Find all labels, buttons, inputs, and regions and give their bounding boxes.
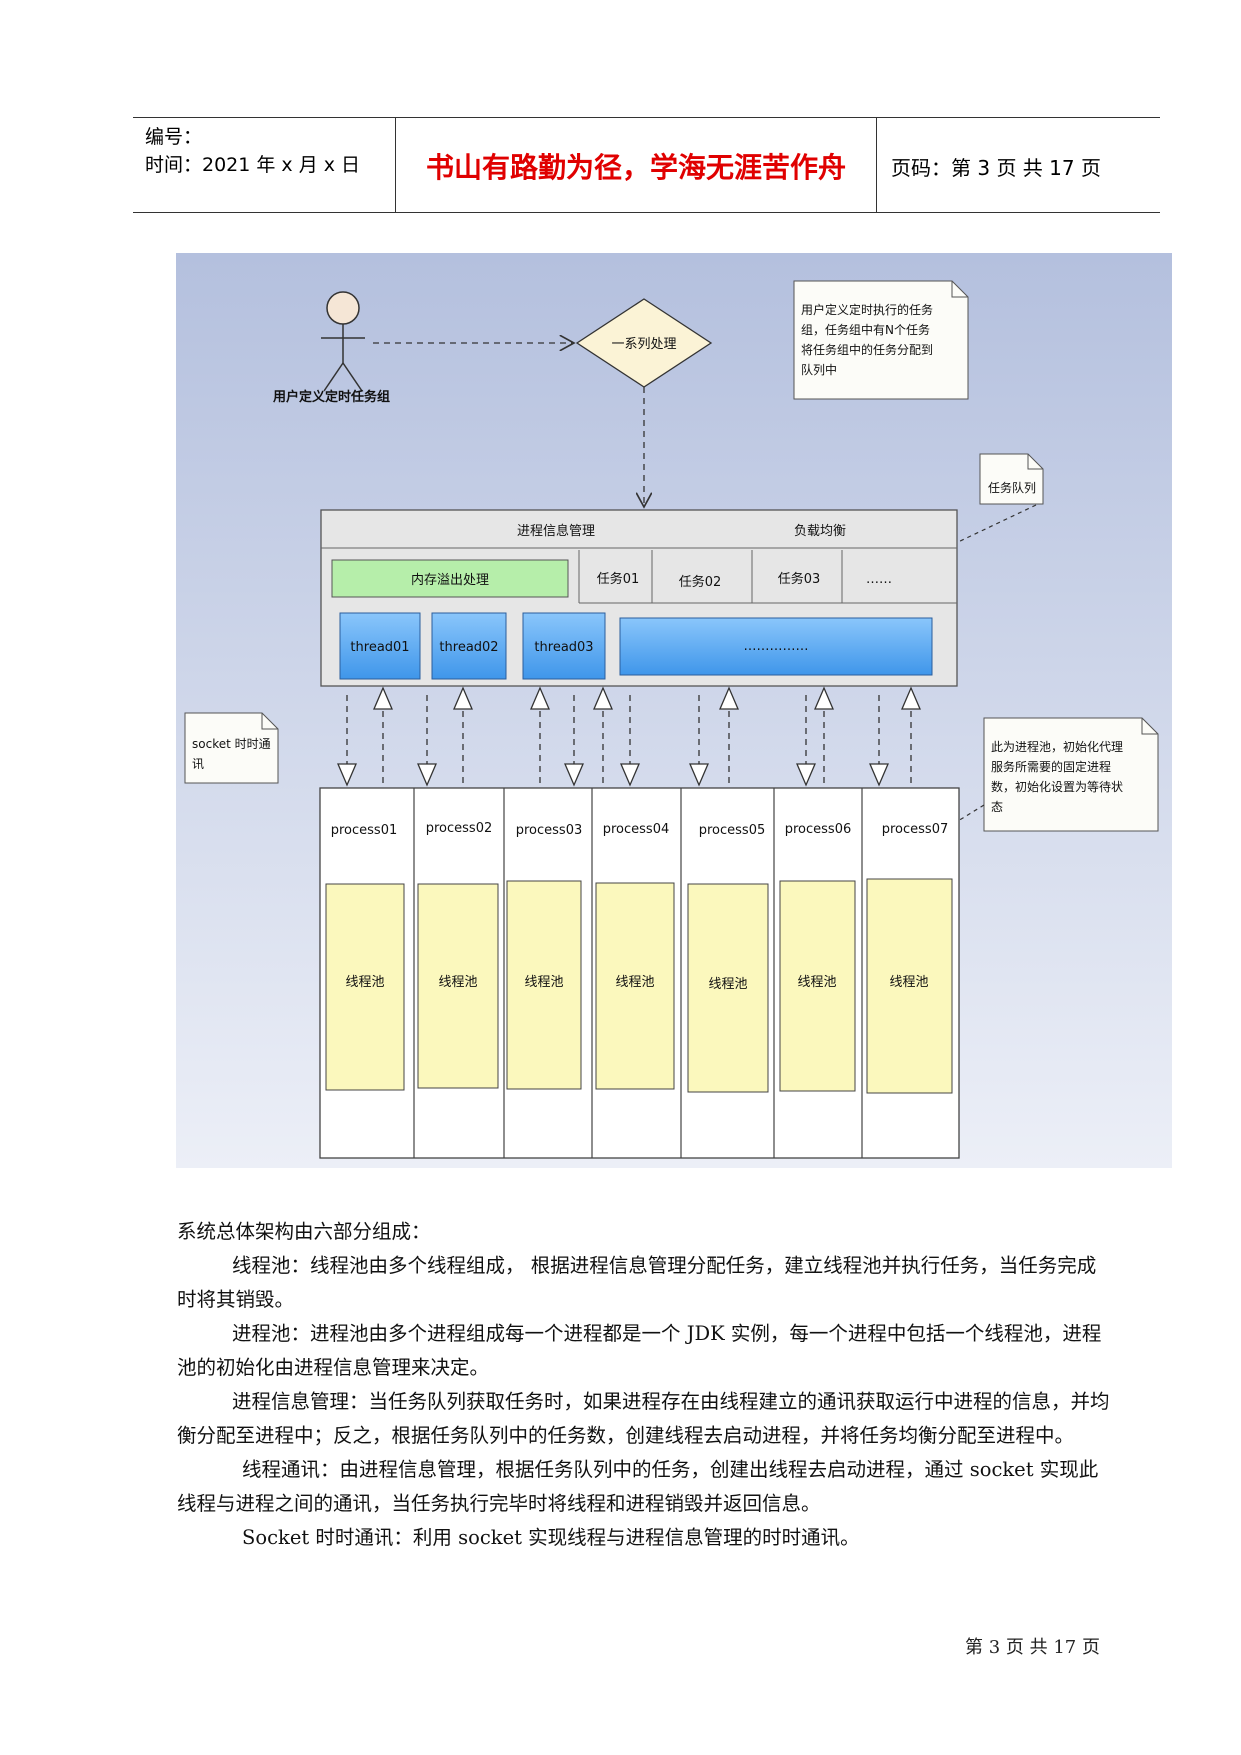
container-header-right: 负载均衡 (794, 524, 846, 539)
thread-pool-label-04: 线程池 (615, 975, 654, 990)
thread-label-03: thread03 (534, 640, 593, 655)
note-socket-line1: socket 时时通 (192, 737, 271, 751)
task-02: 任务02 (679, 574, 722, 590)
process-label-01: process01 (331, 823, 398, 838)
thread-pool-boxes (325, 878, 953, 1094)
actor-label: 用户定义定时任务组 (272, 389, 390, 405)
note-queue-connector (955, 504, 1037, 544)
thread-pool-paragraph: 线程池：线程池由多个线程组成， 根据进程信息管理分配任务，建立线程池并执行任务，… (177, 1254, 1097, 1311)
process-label-07: process07 (882, 822, 949, 837)
memory-overflow-box (331, 559, 569, 598)
process-label-04: process04 (603, 822, 670, 837)
thread-comm-paragraph: 线程通讯：由进程信息管理，根据任务队列中的任务，创建出线程去启动进程，通过 so… (177, 1458, 1099, 1515)
note-pool-line3: 数，初始化设置为等待状 (991, 779, 1123, 794)
thread-label-02: thread02 (439, 640, 498, 655)
note-pool-line4: 态 (991, 800, 1003, 814)
note-task-queue: 任务队列 (979, 453, 1044, 505)
container-header-left: 进程信息管理 (517, 523, 595, 539)
document-header: 编号： 时间：2021 年 x 月 x 日 书山有路勤为径，学海无涯苦作舟 页码… (133, 117, 1160, 213)
thread-box-03 (522, 612, 606, 680)
number-label: 编号： (145, 126, 203, 148)
note-socket-line2: 讯 (192, 757, 204, 771)
process-info-paragraph: 进程信息管理：当任务队列获取任务时，如果进程存在由线程建立的通讯获取运行中进程的… (177, 1390, 1110, 1447)
task-01: 任务01 (597, 571, 640, 587)
diagram-canvas: 用户定义定时任务组 一系列处理 用户定义定时执行的任务 组，任务组中有N个任务 … (176, 253, 1172, 1168)
process-pool-paragraph: 进程池：进程池由多个进程组成每一个进程都是一个 JDK 实例，每一个进程中包括一… (177, 1322, 1102, 1379)
body-text: 系统总体架构由六部分组成： 线程池：线程池由多个线程组成， 根据进程信息管理分配… (177, 1215, 1113, 1555)
process-label-03: process03 (516, 823, 583, 838)
header-left-cell: 编号： 时间：2021 年 x 月 x 日 (133, 118, 396, 212)
thread-pool-label-01: 线程池 (345, 975, 384, 990)
motto: 书山有路勤为径，学海无涯苦作舟 (425, 151, 846, 184)
actor-icon (321, 291, 365, 392)
thread-pool-label-05: 线程池 (708, 977, 747, 992)
thread-box-02 (431, 612, 507, 680)
thread-label-more: …………… (744, 639, 809, 654)
task-more: …… (866, 572, 892, 587)
intro-paragraph: 系统总体架构由六部分组成： (177, 1220, 431, 1243)
socket-paragraph: Socket 时时通讯：利用 socket 实现线程与进程信息管理的时时通讯。 (242, 1526, 860, 1549)
thread-pool-label-02: 线程池 (438, 975, 477, 990)
decision-label: 一系列处理 (611, 337, 676, 352)
note-queue-text: 任务队列 (988, 480, 1036, 495)
note-top-line2: 组，任务组中有N个任务 (801, 322, 930, 337)
time-label: 时间：2021 年 x 月 x 日 (145, 154, 361, 176)
header-right-cell: 页码：第 3 页 共 17 页 (877, 118, 1160, 212)
thread-pool-label-07: 线程池 (889, 975, 928, 990)
note-socket: socket 时时通 讯 (184, 712, 279, 784)
header-center-cell: 书山有路勤为径，学海无涯苦作舟 (396, 118, 877, 212)
page-label: 页码：第 3 页 共 17 页 (891, 156, 1101, 180)
process-label-05: process05 (699, 823, 766, 838)
thread-box-more (619, 617, 933, 676)
note-pool-line2: 服务所需要的固定进程 (991, 759, 1111, 774)
note-process-pool: 此为进程池，初始化代理 服务所需要的固定进程 数，初始化设置为等待状 态 (983, 717, 1159, 832)
task-03: 任务03 (778, 571, 821, 587)
note-top-line3: 将任务组中的任务分配到 (801, 342, 933, 357)
process-column-dividers (413, 788, 863, 1158)
process-label-02: process02 (426, 821, 493, 836)
note-task-group: 用户定义定时执行的任务 组，任务组中有N个任务 将任务组中的任务分配到 队列中 (793, 280, 969, 400)
note-top-line4: 队列中 (801, 362, 837, 377)
note-pool-line1: 此为进程池，初始化代理 (991, 739, 1123, 754)
page-footer: 第 3 页 共 17 页 (965, 1637, 1100, 1658)
memory-overflow-label: 内存溢出处理 (411, 572, 489, 588)
thread-pool-label-06: 线程池 (797, 975, 836, 990)
arrowhead-group (337, 686, 921, 787)
thread-label-01: thread01 (350, 640, 409, 655)
note-pool-connector (957, 804, 985, 822)
process-label-06: process06 (785, 822, 852, 837)
thread-box-01 (339, 612, 421, 680)
architecture-diagram: 用户定义定时任务组 一系列处理 用户定义定时执行的任务 组，任务组中有N个任务 … (176, 253, 1172, 1168)
note-top-line1: 用户定义定时执行的任务 (801, 302, 933, 317)
thread-pool-label-03: 线程池 (524, 975, 563, 990)
